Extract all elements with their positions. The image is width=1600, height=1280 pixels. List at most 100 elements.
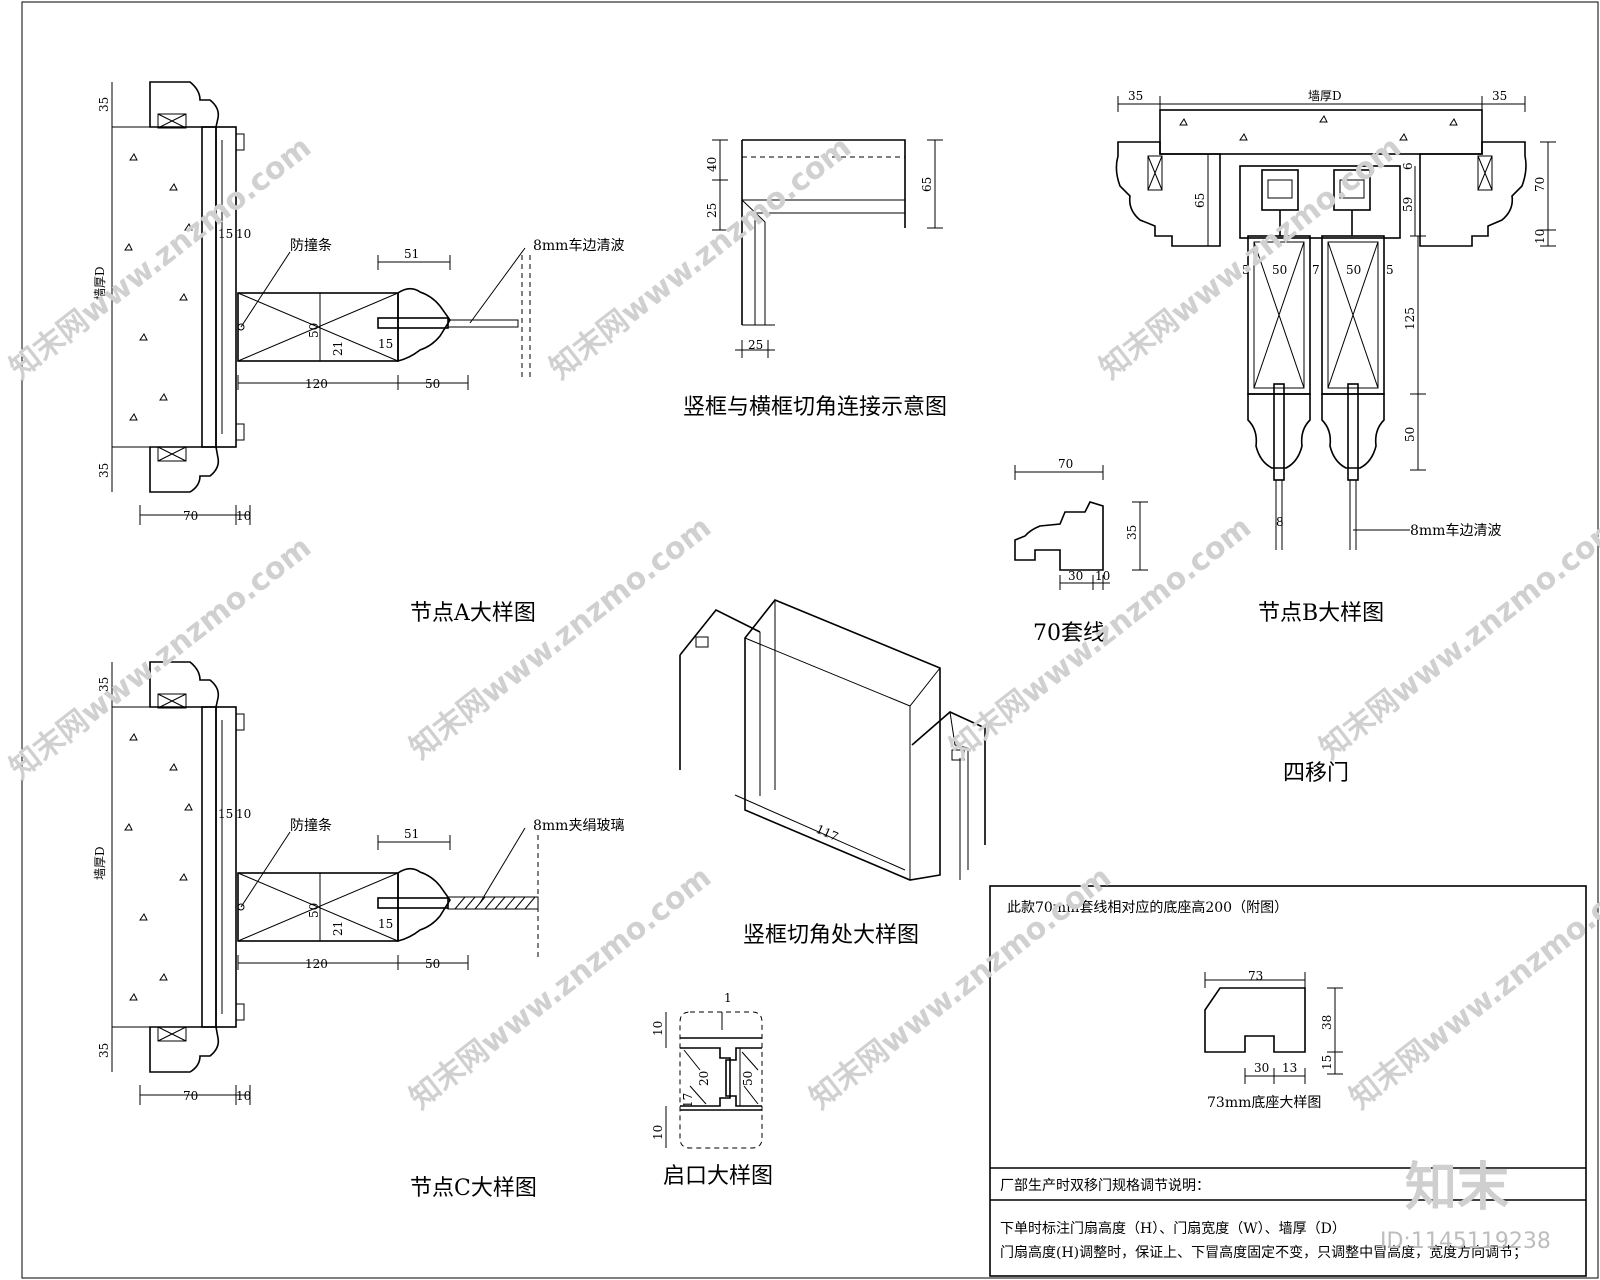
cut-corner-detail	[679, 599, 986, 881]
dim-label: 35	[1125, 525, 1139, 540]
dim-label: 25	[705, 203, 719, 218]
info-box	[989, 885, 1587, 1277]
casing-70-caption: 70套线	[1033, 621, 1105, 646]
dim-label: 10	[1095, 569, 1110, 583]
dim-label: 15	[378, 337, 393, 351]
watermark-text: 知末网www.znzmo.com	[1093, 130, 1408, 387]
dim-label: 6	[1401, 162, 1415, 170]
node-a-glass-label: 8mm车边清波	[533, 237, 624, 254]
dim-label: 10	[651, 1021, 665, 1036]
dim-label: 51	[404, 247, 419, 261]
corner-joint-caption: 竖框与横框切角连接示意图	[683, 395, 947, 420]
dim-label: 10	[236, 227, 251, 241]
node-b-caption: 节点B大样图	[1258, 601, 1384, 626]
adjust-line: 门扇高度(H)调整时，保证上、下冒高度固定不变，只调整中冒高度，宽度方向调节；	[1000, 1244, 1527, 1261]
casing-70-detail	[1014, 465, 1148, 590]
dim-label: 15	[378, 917, 393, 931]
node-c-detail	[111, 661, 539, 1105]
dim-label: 120	[305, 957, 328, 971]
dim-label: 65	[1193, 193, 1207, 208]
dim-label: 13	[1282, 1061, 1297, 1075]
dim-label: 50	[1346, 263, 1361, 277]
dim-label: 5	[1242, 263, 1250, 277]
dim-label: 50	[425, 957, 440, 971]
dim-label: 10	[236, 509, 251, 523]
node-c-caption: 节点C大样图	[410, 1176, 537, 1201]
watermark-text: 知末网www.znzmo.com	[1343, 860, 1600, 1117]
node-b-glass-label: 8mm车边清波	[1410, 522, 1501, 539]
dim-label: 120	[305, 377, 328, 391]
watermark-text: 知末网www.znzmo.com	[943, 510, 1258, 767]
dim-label: 7	[1312, 263, 1320, 277]
watermark-id: ID:1145119238	[1380, 1229, 1551, 1254]
dim-label: 70	[183, 1089, 198, 1103]
dim-label: 17	[681, 1093, 695, 1108]
notch-caption: 启口大样图	[663, 1164, 773, 1189]
dim-label: 21	[331, 341, 345, 356]
dim-label: 35	[1128, 89, 1143, 103]
dim-label: 50	[425, 377, 440, 391]
dim-label: 38	[1320, 1015, 1334, 1030]
node-c-bumper-label: 防撞条	[290, 817, 332, 834]
dim-label: 21	[331, 921, 345, 936]
base-caption: 73mm底座大样图	[1207, 1095, 1321, 1111]
watermark-text: 知末网www.znzmo.com	[403, 510, 718, 767]
node-b-wall-label: 墙厚D	[1308, 89, 1342, 103]
dim-label: 70	[1533, 177, 1547, 192]
dim-label: 59	[1401, 197, 1415, 212]
dim-label: 35	[97, 463, 111, 478]
node-a-wall-label: 墙厚D	[93, 266, 107, 300]
order-line: 下单时标注门扇高度（H）、门扇宽度（W）、墙厚（D）	[1000, 1220, 1346, 1237]
watermark-text: 知末网www.znzmo.com	[403, 860, 718, 1117]
factory-heading: 厂部生产时双移门规格调节说明：	[1000, 1178, 1210, 1194]
dim-label: 10	[651, 1125, 665, 1140]
dim-label: 8	[1276, 515, 1284, 529]
dim-label: 125	[1403, 307, 1417, 330]
node-c-glass-label: 8mm夹绢玻璃	[533, 817, 624, 834]
dim-label: 15	[218, 807, 233, 821]
dim-label: 35	[97, 97, 111, 112]
dim-label: 70	[183, 509, 198, 523]
dim-label: 15	[1320, 1055, 1334, 1070]
dim-label: 50	[1272, 263, 1287, 277]
node-c-wall-label: 墙厚D	[93, 846, 107, 880]
dim-label: 1	[724, 991, 732, 1005]
dim-label: 10	[1533, 229, 1547, 244]
sheet-border	[21, 1, 1599, 1279]
four-door-caption: 四移门	[1283, 761, 1349, 786]
dim-label: 50	[741, 1071, 755, 1086]
dim-label: 30	[1254, 1061, 1269, 1075]
dim-label: 35	[97, 677, 111, 692]
watermark-text: 知末网www.znzmo.com	[803, 860, 1118, 1117]
node-a-detail	[111, 81, 531, 525]
watermark-text: 知末网www.znzmo.com	[543, 130, 858, 387]
dim-label: 40	[705, 157, 719, 172]
dim-label: 51	[404, 827, 419, 841]
watermarks: 知末网www.znzmo.com 知末网www.znzmo.com 知末网www…	[3, 130, 1600, 1254]
cut-corner-caption: 竖框切角处大样图	[743, 923, 919, 948]
node-a-caption: 节点A大样图	[410, 601, 536, 626]
dim-label: 15	[218, 227, 233, 241]
dim-label: 70	[1058, 457, 1073, 471]
dim-label: 35	[97, 1043, 111, 1058]
node-b-detail	[1115, 96, 1556, 550]
dim-label: 10	[236, 807, 251, 821]
dim-label: 20	[697, 1071, 711, 1086]
dim-label: 25	[748, 338, 763, 352]
dim-label: 50	[307, 323, 321, 338]
dim-label: 65	[920, 177, 934, 192]
watermark-text: 知末网www.znzmo.com	[3, 130, 318, 387]
dim-label: 35	[1492, 89, 1507, 103]
corner-joint-detail	[712, 139, 943, 358]
watermark-logo: 知末	[1405, 1158, 1509, 1218]
dim-label: 10	[236, 1089, 251, 1103]
info-box-note: 此款70mm套线相对应的底座高200（附图）	[1007, 899, 1288, 916]
dim-label: 73	[1248, 969, 1263, 983]
dim-label: 50	[307, 903, 321, 918]
node-a-bumper-label: 防撞条	[290, 237, 332, 254]
dim-label: 5	[1386, 263, 1394, 277]
dim-label: 30	[1068, 569, 1083, 583]
dim-label: 50	[1403, 427, 1417, 442]
watermark-text: 知末网www.znzmo.com	[3, 530, 318, 787]
